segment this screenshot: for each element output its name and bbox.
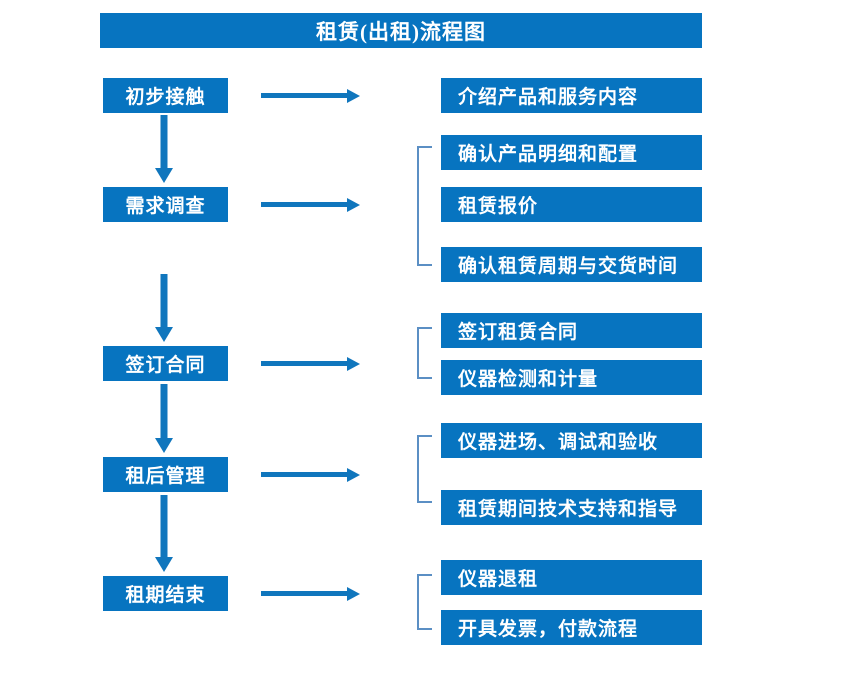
detail-box-10[interactable]: 开具发票，付款流程 (441, 610, 702, 645)
stage-box-1[interactable]: 初步接触 (103, 78, 228, 113)
detail-box-6[interactable]: 仪器检测和计量 (441, 360, 702, 395)
arrow-down-icon-1 (152, 115, 176, 185)
detail-box-3[interactable]: 租赁报价 (441, 187, 702, 222)
detail-box-9[interactable]: 仪器退租 (441, 560, 702, 595)
detail-label-2: 确认产品明细和配置 (458, 144, 639, 165)
detail-label-8: 租赁期间技术支持和指导 (458, 499, 679, 520)
detail-box-8[interactable]: 租赁期间技术支持和指导 (441, 490, 702, 525)
bracket-left-icon-4 (416, 574, 434, 630)
detail-box-4[interactable]: 确认租赁周期与交货时间 (441, 247, 702, 282)
arrow-right-icon-1 (261, 86, 361, 106)
detail-label-6: 仪器检测和计量 (458, 369, 599, 390)
arrow-right-icon-5 (261, 584, 361, 604)
detail-box-1[interactable]: 介绍产品和服务内容 (441, 78, 702, 113)
bracket-left-icon-2 (416, 327, 434, 379)
detail-label-4: 确认租赁周期与交货时间 (458, 256, 679, 277)
chart-title-bar: 租赁(出租)流程图 (100, 13, 702, 48)
detail-label-10: 开具发票，付款流程 (458, 619, 639, 640)
bracket-left-icon-3 (416, 435, 434, 503)
arrow-right-icon-4 (261, 465, 361, 485)
stage-label-5: 租期结束 (125, 585, 206, 606)
chart-title-text: 租赁(出租)流程图 (316, 19, 486, 44)
stage-label-4: 租后管理 (125, 466, 206, 487)
stage-label-3: 签订合同 (125, 355, 206, 376)
stage-box-2[interactable]: 需求调查 (103, 187, 228, 222)
stage-label-2: 需求调查 (125, 196, 206, 217)
stage-box-5[interactable]: 租期结束 (103, 576, 228, 611)
stage-box-4[interactable]: 租后管理 (103, 457, 228, 492)
stage-label-1: 初步接触 (125, 87, 206, 108)
arrow-right-icon-2 (261, 195, 361, 215)
detail-label-7: 仪器进场、调试和验收 (458, 432, 659, 453)
arrow-down-icon-2 (152, 274, 176, 344)
detail-box-2[interactable]: 确认产品明细和配置 (441, 135, 702, 170)
arrow-down-icon-4 (152, 495, 176, 574)
detail-box-5[interactable]: 签订租赁合同 (441, 313, 702, 348)
detail-label-3: 租赁报价 (458, 196, 539, 217)
arrow-right-icon-3 (261, 354, 361, 374)
bracket-left-icon-1 (416, 146, 434, 266)
detail-label-9: 仪器退租 (458, 569, 539, 590)
detail-box-7[interactable]: 仪器进场、调试和验收 (441, 423, 702, 458)
detail-label-1: 介绍产品和服务内容 (458, 87, 639, 108)
detail-label-5: 签订租赁合同 (458, 322, 579, 343)
arrow-down-icon-3 (152, 384, 176, 455)
stage-box-3[interactable]: 签订合同 (103, 346, 228, 381)
